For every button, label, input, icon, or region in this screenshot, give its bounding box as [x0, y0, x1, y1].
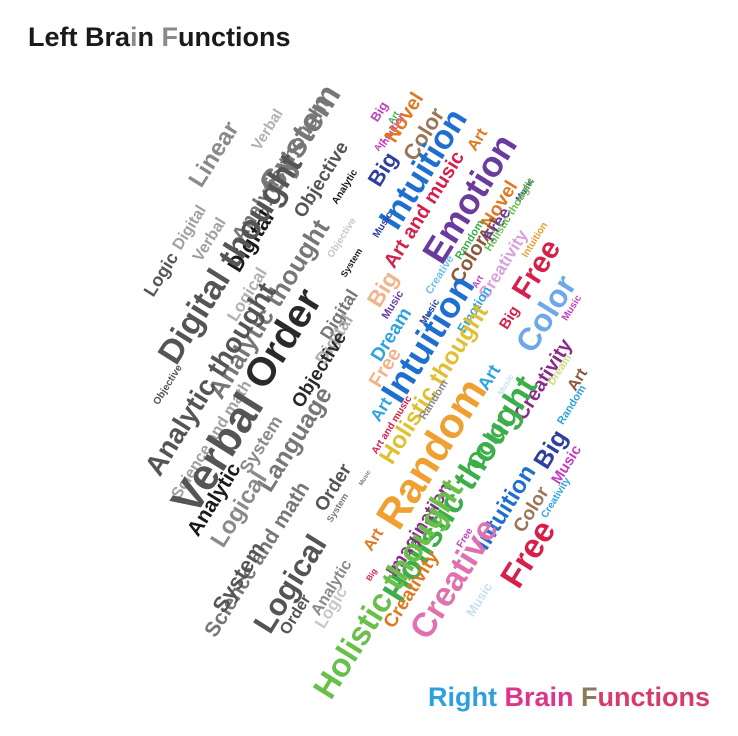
left-brain-word: System: [339, 246, 364, 278]
title-segment: Left: [28, 22, 85, 52]
title-segment: Bra: [85, 22, 131, 52]
right-brain-title: Right Brain Functions: [428, 682, 710, 713]
title-segment: Right: [428, 682, 505, 712]
title-segment: n: [137, 22, 162, 52]
title-segment: i: [130, 22, 138, 52]
title-segment: unctions: [597, 682, 711, 712]
title-segment: F: [581, 682, 598, 712]
title-segment: unctions: [178, 22, 291, 52]
left-brain-word: Logic: [140, 249, 182, 300]
right-hemisphere-words: BigArtIntuitionArtNovelBigColorIntuition…: [305, 89, 591, 705]
left-brain-word: Linear: [183, 117, 244, 192]
title-segment: Brain: [504, 682, 582, 712]
title-segment: F: [161, 22, 179, 52]
left-brain-title: Left Brain Functions: [28, 22, 291, 53]
right-brain-word: Art: [360, 525, 387, 554]
left-brain-word: Music: [358, 469, 372, 487]
